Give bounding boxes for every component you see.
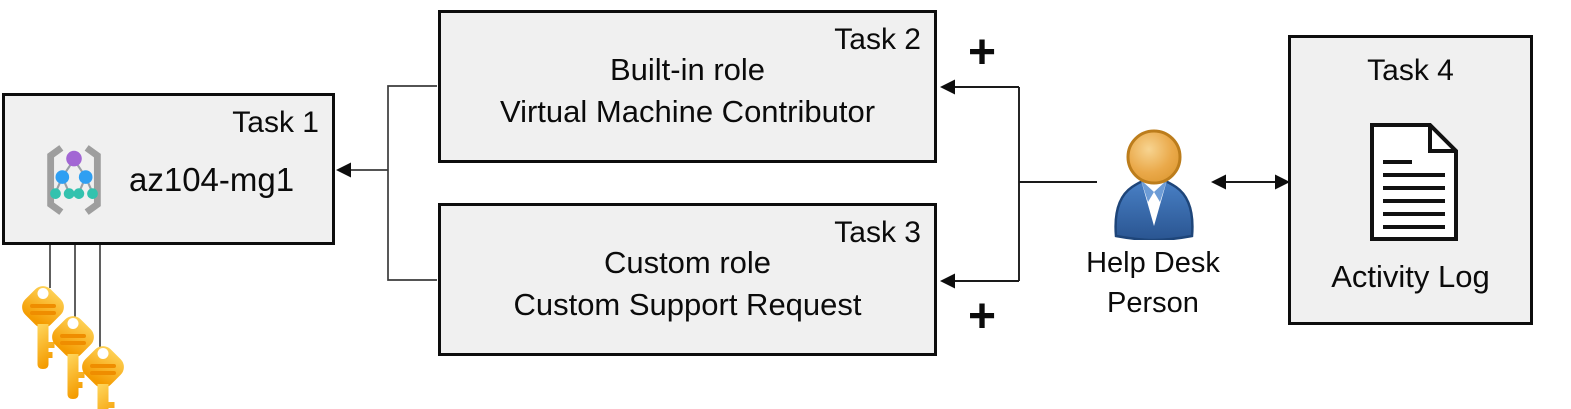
task3-role-name: Custom Support Request xyxy=(513,287,862,322)
key-icon xyxy=(82,346,124,409)
plus-sign-task3: + xyxy=(967,290,997,343)
arrowhead-into-task2 xyxy=(940,79,955,95)
person-caption-line2: Person xyxy=(1107,287,1199,319)
arrowhead-toward-person xyxy=(1211,174,1226,190)
connector-roles-to-task1 xyxy=(349,85,437,281)
task3-label: Task 3 xyxy=(834,216,921,249)
help-desk-person xyxy=(1108,128,1198,242)
task3-text: Custom role Custom Support Request xyxy=(441,242,934,326)
arrowhead-into-task1 xyxy=(336,162,351,178)
person-caption: Help Desk Person xyxy=(1063,243,1243,323)
task2-box: Task 2 Built-in role Virtual Machine Con… xyxy=(438,10,937,163)
task4-name: Activity Log xyxy=(1331,259,1490,294)
person-icon xyxy=(1114,129,1194,242)
task4-box: Task 4 Activity Log xyxy=(1288,35,1533,325)
task2-role-name: Virtual Machine Contributor xyxy=(499,94,876,129)
key-icon xyxy=(22,286,64,369)
task3-role-type: Custom role xyxy=(603,245,772,280)
task4-label: Task 4 xyxy=(1367,54,1454,87)
management-group-name: az104-mg1 xyxy=(129,161,295,198)
arrowhead-into-task3 xyxy=(940,273,955,289)
task1-content: az104-mg1 xyxy=(39,143,294,217)
task1-box: Task 1 az1 xyxy=(2,93,335,245)
task2-label: Task 2 xyxy=(834,23,921,56)
key-icon xyxy=(52,316,94,399)
person-caption-line1: Help Desk xyxy=(1086,247,1220,279)
task2-role-type: Built-in role xyxy=(609,52,766,87)
management-group-icon xyxy=(47,145,101,215)
task2-text: Built-in role Virtual Machine Contributo… xyxy=(441,49,934,133)
plus-sign-task2: + xyxy=(967,26,997,79)
task3-box: Task 3 Custom role Custom Support Reques… xyxy=(438,203,937,356)
task1-label: Task 1 xyxy=(232,106,319,139)
activity-log-document-icon xyxy=(1370,123,1458,241)
